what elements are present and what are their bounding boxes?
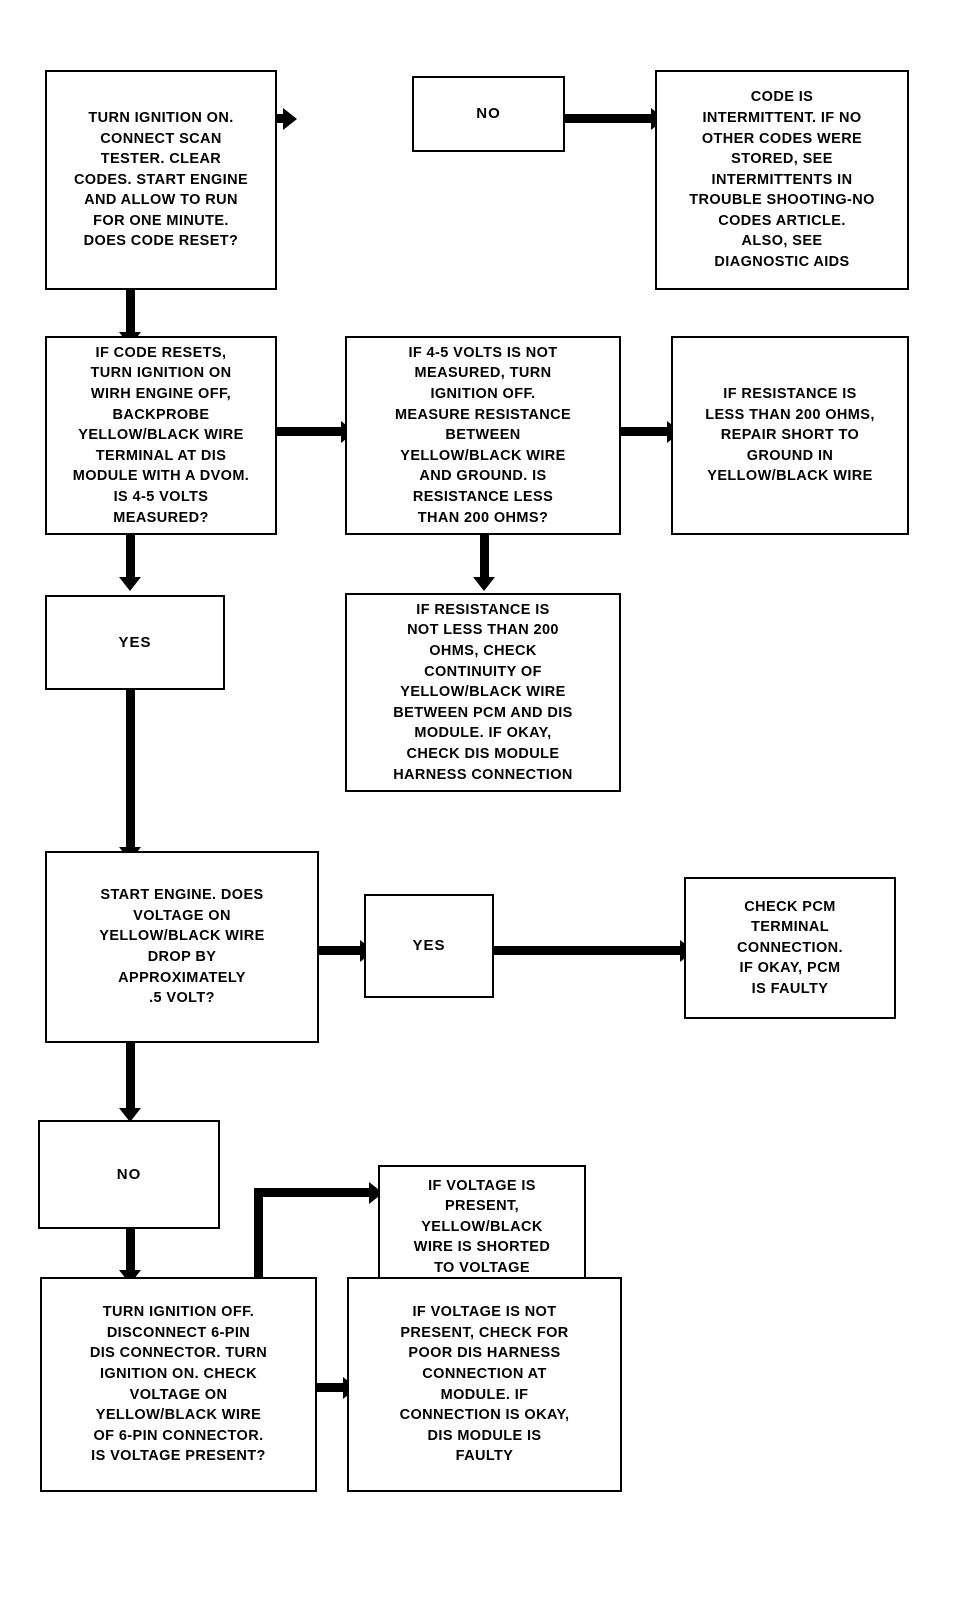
connector-measure-to-repair	[621, 427, 671, 436]
arrowhead-measure-to-continuity	[473, 577, 495, 591]
node-yes-1-label: YES	[118, 633, 152, 651]
connector-elbow-vertical-to-shorted	[254, 1188, 263, 1286]
node-voltage-drop-label: START ENGINE. DOES VOLTAGE ON YELLOW/BLA…	[99, 887, 265, 1007]
node-code-resets-label: IF CODE RESETS, TURN IGNITION ON WIRH EN…	[72, 344, 250, 526]
node-no-2[interactable]: NO	[38, 1120, 220, 1229]
connector-yes2-to-checkpcm	[494, 946, 684, 955]
connector-measure-to-continuity	[480, 535, 489, 583]
connector-coderesets-to-measure	[277, 427, 345, 436]
node-no-1-label: NO	[476, 105, 501, 123]
node-check-continuity-label: IF RESISTANCE IS NOT LESS THAN 200 OHMS,…	[393, 601, 573, 783]
connector-elbow-horizontal-to-shorted	[254, 1188, 374, 1197]
node-check-continuity[interactable]: IF RESISTANCE IS NOT LESS THAN 200 OHMS,…	[345, 593, 621, 792]
node-repair-short-label: IF RESISTANCE IS LESS THAN 200 OHMS, REP…	[705, 386, 875, 485]
connector-yes1-to-voltagedrop	[126, 690, 135, 854]
node-check-pcm-label: CHECK PCM TERMINAL CONNECTION. IF OKAY, …	[737, 898, 843, 997]
node-no-1[interactable]: NO	[412, 76, 565, 152]
node-measure-resistance[interactable]: IF 4-5 VOLTS IS NOT MEASURED, TURN IGNIT…	[345, 336, 621, 535]
node-no-2-label: NO	[116, 1165, 142, 1183]
node-voltage-drop[interactable]: START ENGINE. DOES VOLTAGE ON YELLOW/BLA…	[45, 851, 319, 1043]
node-dis-module-faulty[interactable]: IF VOLTAGE IS NOT PRESENT, CHECK FOR POO…	[347, 1277, 622, 1492]
node-shorted-to-voltage-label: IF VOLTAGE IS PRESENT, YELLOW/BLACK WIRE…	[413, 1177, 551, 1276]
node-code-intermittent[interactable]: CODE IS INTERMITTENT. IF NO OTHER CODES …	[655, 70, 909, 290]
node-disconnect-connector-label: TURN IGNITION OFF. DISCONNECT 6-PIN DIS …	[89, 1304, 268, 1465]
node-repair-short[interactable]: IF RESISTANCE IS LESS THAN 200 OHMS, REP…	[671, 336, 909, 535]
node-dis-module-faulty-label: IF VOLTAGE IS NOT PRESENT, CHECK FOR POO…	[399, 1304, 570, 1465]
connector-no2-to-disconnect	[126, 1229, 135, 1277]
arrowhead-voltagedrop-to-no2	[119, 1108, 141, 1122]
node-shorted-to-voltage[interactable]: IF VOLTAGE IS PRESENT, YELLOW/BLACK WIRE…	[378, 1165, 586, 1289]
node-measure-resistance-label: IF 4-5 VOLTS IS NOT MEASURED, TURN IGNIT…	[394, 344, 572, 526]
node-check-pcm[interactable]: CHECK PCM TERMINAL CONNECTION. IF OKAY, …	[684, 877, 896, 1019]
connector-voltagedrop-to-yes2	[319, 946, 364, 955]
connector-start-to-coderesets	[126, 290, 135, 338]
arrowhead-start-to-no1	[283, 108, 297, 130]
node-yes-2-label: YES	[412, 937, 446, 955]
arrowhead-coderesets-to-yes1	[119, 577, 141, 591]
connector-no1-to-intermittent	[565, 114, 655, 123]
connector-disconnect-to-faulty	[317, 1383, 347, 1392]
node-yes-2[interactable]: YES	[364, 894, 494, 998]
node-code-intermittent-label: CODE IS INTERMITTENT. IF NO OTHER CODES …	[689, 89, 875, 271]
node-yes-1[interactable]: YES	[45, 595, 225, 690]
node-disconnect-connector[interactable]: TURN IGNITION OFF. DISCONNECT 6-PIN DIS …	[40, 1277, 317, 1492]
connector-voltagedrop-to-no2	[126, 1043, 135, 1113]
node-code-resets[interactable]: IF CODE RESETS, TURN IGNITION ON WIRH EN…	[45, 336, 277, 535]
node-start-test-label: TURN IGNITION ON. CONNECT SCAN TESTER. C…	[73, 109, 249, 250]
node-start-test[interactable]: TURN IGNITION ON. CONNECT SCAN TESTER. C…	[45, 70, 277, 290]
connector-coderesets-to-yes1	[126, 535, 135, 583]
